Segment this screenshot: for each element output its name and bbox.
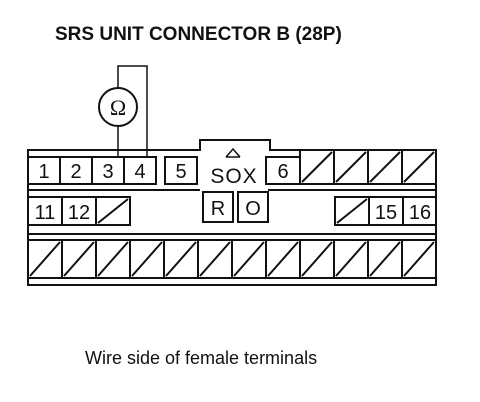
hatch-line [63,241,95,277]
pin-15: 15 [375,202,397,224]
pin-2: 2 [70,161,81,183]
top-row [27,149,437,185]
pin-3: 3 [102,161,113,183]
hatch-line [267,241,299,277]
pin-6: 6 [277,161,288,183]
label-r: R [211,198,225,220]
label-o: O [245,198,261,220]
connector-outline [27,139,437,286]
middle-row [27,191,437,226]
ohmmeter-symbol: Ω [110,95,126,120]
pin-11: 11 [35,202,56,224]
pin-16: 16 [409,202,431,224]
hatch-line [369,241,401,277]
hatch-line [165,241,197,277]
pin-4: 4 [134,161,145,183]
pin-1: 1 [38,161,49,183]
hatch-line [97,241,129,277]
bottom-row [27,239,437,279]
hatch-line [233,241,265,277]
ohmmeter-icon [98,87,138,127]
pin-12: 12 [68,202,90,224]
hatch-line [403,241,435,277]
hatched-cell [401,239,437,279]
pin-5: 5 [175,161,186,183]
hatch-line [335,241,367,277]
hatch-line [29,241,61,277]
diagram-caption: Wire side of female terminals [85,348,317,368]
hatch-line [131,241,163,277]
lock-label: SOX [210,165,257,188]
lock-arrow-icon [225,147,241,158]
diagram-title: SRS UNIT CONNECTOR B (28P) [55,24,342,45]
hatch-line [301,241,333,277]
hatch-line [199,241,231,277]
